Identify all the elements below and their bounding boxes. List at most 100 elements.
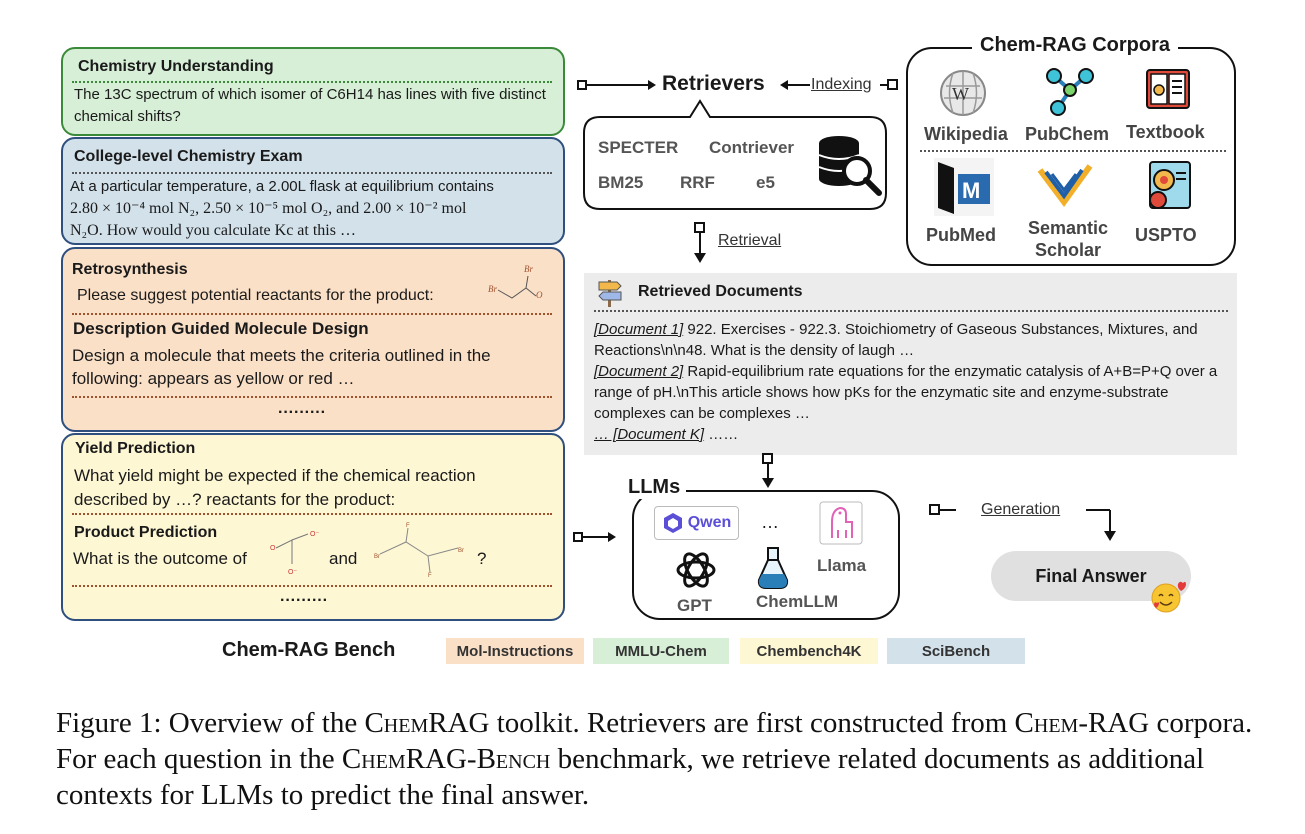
generation-arrow [1086,509,1116,541]
molecule-a-icon: O⁻ O⁻ O [270,531,319,576]
retriever-specter: SPECTER [598,138,679,157]
pubmed-icon: M [934,158,994,216]
divider [72,513,552,515]
svg-text:Br: Br [524,264,533,274]
source-pubchem: PubChem [1025,124,1110,144]
retrieved-documents-title: Retrieved Documents [638,283,803,300]
retrievers-bubble [583,99,887,210]
svg-text:Br: Br [374,554,380,560]
college-exam-panel [61,137,565,245]
model-qwen: Qwen [687,514,732,531]
pubchem-icon [1046,68,1094,116]
document-k-label[interactable]: … [Document K] [594,426,705,443]
college-exam-line1: At a particular temperature, a 2.00L fla… [70,178,494,195]
smiling-face-icon [1151,581,1186,613]
legend-scibench: SciBench [887,638,1025,664]
caption-part: Figure 1: Overview of the [56,707,365,739]
docs-to-llm-arrow [762,453,774,488]
legend-mmlu-chem: MMLU-Chem [593,638,729,664]
mol-instructions-ellipsis: ········· [278,404,326,421]
divider [72,81,552,83]
caption-chem: Chem- [1014,707,1088,739]
corpora-title: Chem-RAG Corpora [972,34,1179,57]
caption-chemrag-bench: ChemRAG-Bench [341,743,551,775]
wikipedia-icon: W [940,70,986,116]
product-molecule-icon: Br Br O [488,264,543,300]
corpora-divider [920,150,1226,152]
final-answer-label: Final Answer [1035,565,1147,586]
source-textbook: Textbook [1126,122,1205,142]
college-exam-line2: 2.80 × 10⁻⁴ mol N₂, 2.50 × 10⁻⁵ mol O₂, … [70,200,467,217]
molecule-design-title: Description Guided Molecule Design [73,319,369,338]
retrosynthesis-title: Retrosynthesis [72,261,188,278]
document-2-label[interactable]: [Document 2] [594,363,684,380]
chembench-panel [61,433,565,621]
llama-icon [819,501,863,545]
source-pubmed: PubMed [926,225,996,245]
retriever-e5: e5 [756,173,775,192]
retriever-rrf: RRF [680,173,715,192]
legend-mol-instructions: Mol-Instructions [446,638,584,664]
chem-understanding-title: Chemistry Understanding [78,58,274,75]
signpost-icon [598,280,622,307]
svg-text:O: O [536,290,543,300]
retrievers-title: Retrievers [662,72,765,95]
bench-title: Chem-RAG Bench [222,639,396,661]
svg-text:O: O [270,545,276,552]
svg-text:Br: Br [458,548,464,554]
llms-title: LLMs [622,476,687,499]
product-prediction-text-a: What is the outcome of [73,549,247,568]
legend-chembench4k: Chembench4K [740,638,878,664]
source-wikipedia: Wikipedia [924,124,1008,144]
model-chemllm: ChemLLM [756,592,839,611]
caption-chemrag: ChemRAG [364,707,490,739]
document-1-text: 922. Exercises - 922.3. Stoichiometry of… [594,321,1198,359]
indexing-label: Indexing [811,76,872,93]
question-to-retriever-arrow [577,80,656,90]
mol-instructions-panel [61,247,565,432]
yield-prediction-text: What yield might be expected if the chem… [74,466,476,509]
svg-text:Br: Br [488,284,497,294]
retriever-contriever: Contriever [709,138,795,157]
product-prediction-text-b: and [329,549,358,568]
caption-part: toolkit. Retrievers are first constructe… [489,707,1015,739]
model-ellipsis: … [761,512,779,532]
document-2-text: Rapid-equilibrium rate equations for the… [594,363,1218,422]
question-to-llm-arrow [573,532,616,542]
retriever-bm25: BM25 [598,173,644,192]
gpt-icon [676,552,716,588]
caption-part: benchmark, we retrieve related documents… [56,743,1205,811]
divider [72,396,552,398]
qwen-icon [663,513,682,533]
svg-text:O⁻: O⁻ [310,531,319,538]
svg-text:O⁻: O⁻ [288,569,297,576]
document-k-tail: …… [704,426,739,443]
indexing-source-marker [880,79,898,90]
indexing-arrow [780,80,810,90]
molecule-b-icon: Br Br F F [374,523,464,578]
uspto-icon [1149,161,1191,209]
document-1-label[interactable]: [Document 1] [594,321,684,338]
database-search-icon [818,136,882,196]
qwen-logo: Qwen [654,506,739,540]
svg-text:F: F [406,523,410,529]
model-gpt: GPT [677,596,712,615]
source-uspto: USPTO [1135,225,1197,245]
svg-text:M: M [962,178,980,203]
source-semantic-scholar: Semantic Scholar [1027,218,1109,260]
chemllm-icon [757,547,789,589]
divider [72,585,552,587]
caption-rag: RAG [1087,707,1150,739]
college-exam-title: College-level Chemistry Exam [74,148,303,165]
generation-marker [929,504,956,515]
retrieval-arrow [694,222,706,263]
product-prediction-text-c: ? [477,549,487,568]
retrosynthesis-text: Please suggest potential reactants for t… [77,287,434,304]
chembench-ellipsis: ········· [280,592,328,609]
divider [72,172,552,174]
divider [72,313,552,315]
college-exam-line3: N₂O. How would you calculate Kc at this … [70,222,356,239]
svg-text:W: W [952,84,969,104]
figure-caption: Figure 1: Overview of the ChemRAG toolki… [56,705,1256,813]
chem-understanding-text: The 13C spectrum of which isomer of C6H1… [74,86,546,125]
